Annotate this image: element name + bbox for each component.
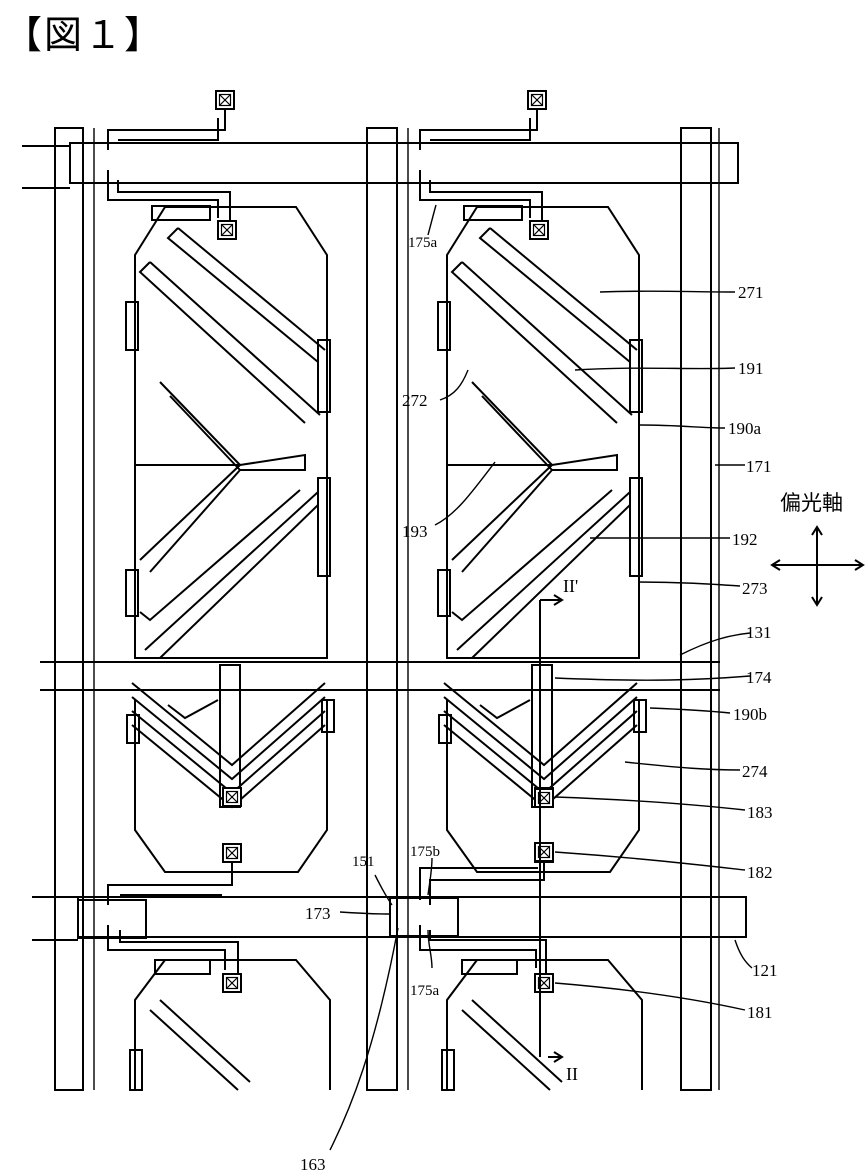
label-151: 151 bbox=[352, 854, 375, 870]
pixel-left bbox=[108, 91, 334, 872]
label-182: 182 bbox=[747, 863, 773, 882]
label-271: 271 bbox=[738, 283, 764, 302]
lower-tft-left bbox=[78, 862, 241, 992]
label-190b: 190b bbox=[733, 705, 767, 724]
reference-labels: 271 191 190a 171 192 273 131 174 190b 27… bbox=[300, 235, 843, 1174]
label-183: 183 bbox=[747, 803, 773, 822]
lower-tft-right bbox=[390, 789, 553, 992]
gate-lines bbox=[22, 143, 746, 940]
label-175b: 175b bbox=[410, 844, 440, 860]
label-274: 274 bbox=[742, 762, 768, 781]
label-173: 173 bbox=[305, 904, 331, 923]
label-131: 131 bbox=[746, 623, 772, 642]
label-section-top: II' bbox=[563, 576, 578, 596]
label-272: 272 bbox=[402, 391, 428, 410]
label-181: 181 bbox=[747, 1003, 773, 1022]
label-190a: 190a bbox=[728, 419, 762, 438]
label-175a-bottom: 175a bbox=[410, 983, 440, 999]
label-191: 191 bbox=[738, 359, 764, 378]
label-171: 171 bbox=[746, 457, 772, 476]
label-175a-top: 175a bbox=[408, 235, 438, 251]
label-193: 193 bbox=[402, 522, 428, 541]
data-lines bbox=[55, 128, 719, 1090]
label-163: 163 bbox=[300, 1155, 326, 1174]
label-192: 192 bbox=[732, 530, 758, 549]
label-273: 273 bbox=[742, 579, 768, 598]
label-174: 174 bbox=[746, 668, 772, 687]
label-polarizer-axis: 偏光軸 bbox=[780, 491, 843, 515]
storage-lines bbox=[40, 662, 720, 690]
pixel-right bbox=[420, 91, 646, 872]
label-section-bottom: II bbox=[566, 1064, 578, 1084]
polarizer-axis-arrows bbox=[772, 527, 863, 605]
label-121: 121 bbox=[752, 961, 778, 980]
